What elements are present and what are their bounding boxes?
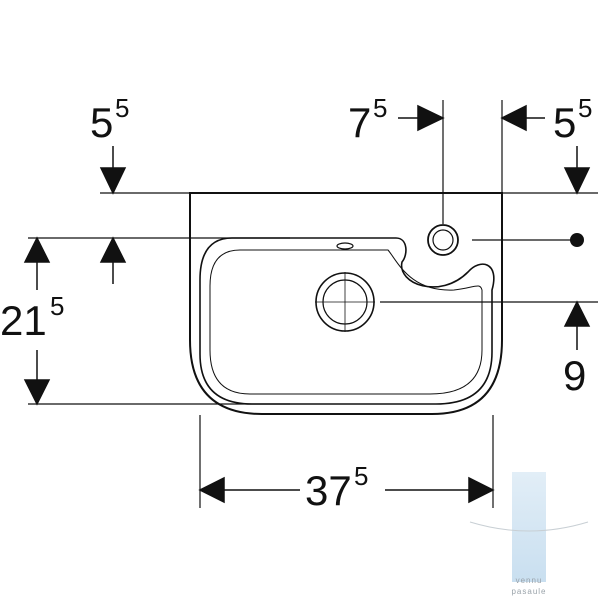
arrow-left-top	[99, 167, 127, 195]
arrow-width-left	[198, 476, 225, 504]
label-width-sup: 5	[354, 461, 368, 491]
arrow-depth-bottom	[23, 379, 51, 406]
arrow-drain-offset	[563, 300, 591, 327]
arrow-right-top-vertical	[563, 167, 591, 195]
label-tap-offset-main: 7	[348, 99, 371, 146]
extension-lines	[28, 100, 598, 508]
arrow-left-up	[99, 236, 127, 263]
label-right-top-sup: 5	[578, 93, 592, 123]
watermark-logo: vennu pasaule	[469, 472, 589, 596]
tap-axis-dot	[570, 233, 584, 247]
arrow-right-top-horizontal	[500, 104, 527, 132]
label-left-top-main: 5	[90, 99, 113, 146]
sink-outer-rim	[189, 192, 503, 415]
label-tap-offset-sup: 5	[373, 93, 387, 123]
label-depth-main: 21	[0, 297, 47, 344]
label-width-main: 37	[305, 467, 352, 514]
arrow-width-right	[468, 476, 495, 504]
label-left-top-sup: 5	[115, 93, 129, 123]
dimension-labels: 5 5 7 5 5 5 21 5 9 37 5	[0, 93, 592, 514]
label-drain-offset-main: 9	[563, 352, 586, 399]
basin-inner-edge	[199, 237, 495, 405]
overflow-hole	[336, 242, 354, 250]
label-depth-sup: 5	[50, 291, 64, 321]
tap-hole	[427, 224, 459, 256]
arrow-depth-top	[23, 236, 51, 263]
arrow-tap-offset	[417, 104, 445, 132]
label-right-top-main: 5	[553, 99, 576, 146]
watermark-text-1: vennu	[516, 576, 543, 585]
drain	[315, 272, 375, 332]
dimension-arrows	[23, 104, 591, 504]
watermark-text-2: pasaule	[511, 587, 546, 596]
sink-outline	[189, 192, 503, 415]
basin-inner-lip	[209, 249, 483, 395]
